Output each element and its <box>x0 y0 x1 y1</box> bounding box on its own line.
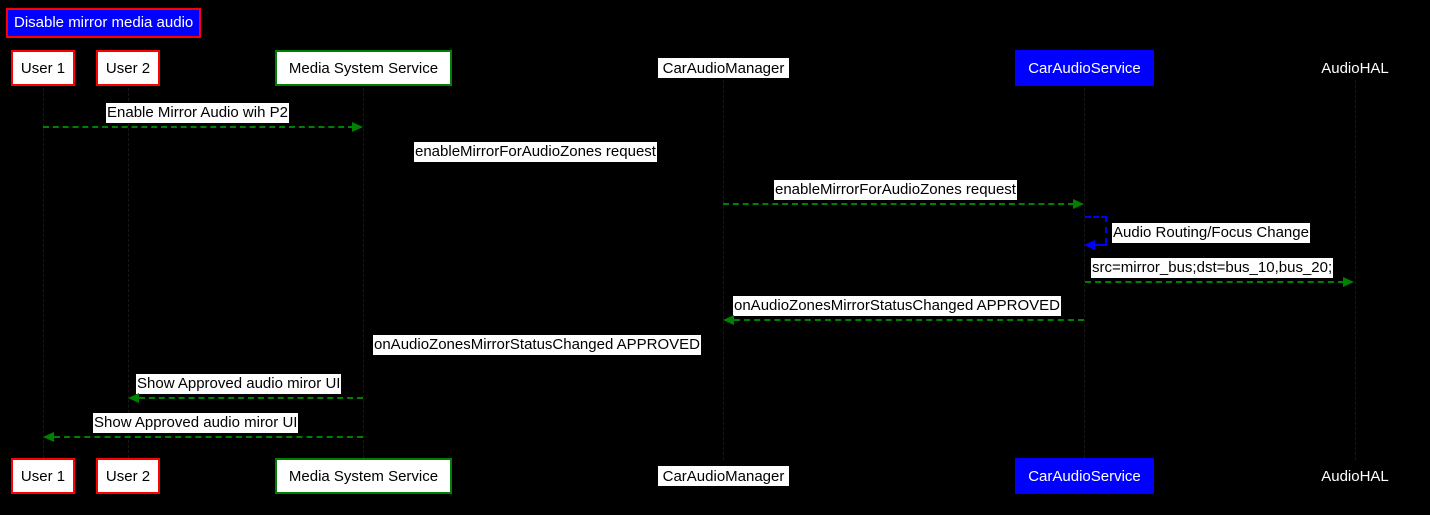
participant-car-audio-manager-bottom[interactable]: CarAudioManager <box>658 466 789 486</box>
participant-user2-top[interactable]: User 2 <box>96 50 160 86</box>
message-label-5: src=mirror_bus;dst=bus_10,bus_20; <box>1091 258 1334 278</box>
participant-user1-top[interactable]: User 1 <box>11 50 75 86</box>
self-call-arrowhead <box>1084 240 1095 250</box>
participant-media-system-service-bottom[interactable]: Media System Service <box>275 458 452 494</box>
participant-user1-bottom[interactable]: User 1 <box>11 458 75 494</box>
message-label-6: onAudioZonesMirrorStatusChanged APPROVED <box>733 296 1062 316</box>
message-line-9 <box>54 436 363 438</box>
participant-car-audio-service-bottom[interactable]: CarAudioService <box>1015 458 1154 494</box>
message-label-4: Audio Routing/Focus Change <box>1112 223 1310 243</box>
message-label-3: enableMirrorForAudioZones request <box>774 180 1017 200</box>
message-line-1 <box>43 126 354 128</box>
lifeline-user2 <box>128 88 129 458</box>
participant-media-system-service-top[interactable]: Media System Service <box>275 50 452 86</box>
lifeline-car-audio-manager <box>723 80 724 460</box>
message-label-9: Show Approved audio miror UI <box>93 413 299 433</box>
diagram-title: Disable mirror media audio <box>6 8 202 38</box>
lifeline-car-audio-service <box>1084 88 1085 458</box>
message-label-7: onAudioZonesMirrorStatusChanged APPROVED <box>373 335 702 355</box>
message-label-1: Enable Mirror Audio wih P2 <box>106 103 289 123</box>
self-call-line-right <box>1105 216 1107 244</box>
participant-user2-bottom[interactable]: User 2 <box>96 458 160 494</box>
message-line-3 <box>723 203 1074 205</box>
lifeline-user1 <box>43 88 44 458</box>
message-line-5 <box>1085 281 1344 283</box>
message-label-8: Show Approved audio miror UI <box>136 374 342 394</box>
participant-audio-hal-bottom[interactable]: AudioHAL <box>1321 467 1389 485</box>
message-arrowhead-1 <box>352 122 363 132</box>
message-line-8 <box>139 397 363 399</box>
participant-car-audio-service-top[interactable]: CarAudioService <box>1015 50 1154 86</box>
message-arrowhead-5 <box>1343 277 1354 287</box>
self-call-line-top <box>1085 216 1107 218</box>
participant-audio-hal-top[interactable]: AudioHAL <box>1321 59 1389 77</box>
self-call-line-bottom <box>1095 244 1107 246</box>
message-arrowhead-9 <box>43 432 54 442</box>
message-arrowhead-8 <box>128 393 139 403</box>
message-line-6 <box>734 319 1084 321</box>
participant-car-audio-manager-top[interactable]: CarAudioManager <box>658 58 789 78</box>
message-arrowhead-3 <box>1073 199 1084 209</box>
lifeline-media-system-service <box>363 88 364 458</box>
lifeline-audio-hal <box>1355 80 1356 460</box>
message-arrowhead-6 <box>723 315 734 325</box>
message-label-2: enableMirrorForAudioZones request <box>414 142 657 162</box>
